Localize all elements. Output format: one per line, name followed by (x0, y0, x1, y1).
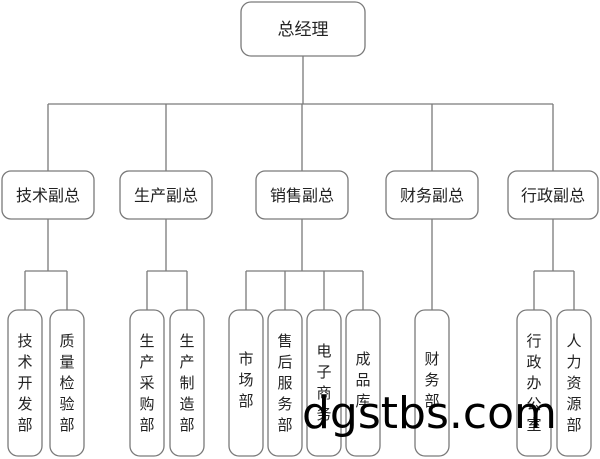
dept-label-after-sales: 售后服务部 (277, 332, 292, 434)
dept-node-ecommerce: 电子商务 (306, 309, 342, 457)
dept-node-admin-office: 行政办公室 (516, 309, 552, 457)
level2-label-production: 生产副总 (134, 186, 198, 205)
dept-label-marketing: 市场部 (238, 350, 253, 410)
dept-node-hr: 人力资源部 (556, 309, 592, 457)
watermark-text: dgstbs.com (302, 388, 557, 439)
level2-node-tech: 技术副总 (1, 170, 95, 220)
root-label: 总经理 (278, 20, 329, 40)
level2-label-finance: 财务副总 (400, 186, 464, 205)
dept-label-tech-dev: 技术开发部 (17, 332, 32, 434)
level2-node-sales: 销售副总 (255, 170, 349, 220)
dept-node-marketing: 市场部 (228, 309, 264, 457)
level2-label-tech: 技术副总 (16, 186, 80, 205)
dept-node-purchasing: 生产采购部 (129, 309, 165, 457)
level2-node-production: 生产副总 (119, 170, 213, 220)
dept-node-warehouse: 成品库 (345, 309, 381, 457)
dept-label-ecommerce: 电子商务 (316, 342, 331, 423)
dept-node-finance: 财务部 (414, 309, 450, 457)
level2-label-sales: 销售副总 (270, 186, 334, 205)
dept-label-hr: 人力资源部 (566, 332, 581, 434)
dept-node-tech-dev: 技术开发部 (7, 309, 43, 457)
dept-label-quality: 质量检验部 (59, 332, 74, 434)
dept-label-manufacturing: 生产制造部 (179, 332, 194, 434)
dept-label-admin-office: 行政办公室 (526, 332, 541, 434)
dept-label-warehouse: 成品库 (355, 350, 370, 410)
level2-label-admin: 行政副总 (521, 186, 585, 205)
connector-lines (24, 56, 575, 310)
root-node: 总经理 (240, 1, 366, 57)
dept-node-after-sales: 售后服务部 (267, 309, 303, 457)
dept-node-manufacturing: 生产制造部 (169, 309, 205, 457)
dept-label-finance: 财务部 (424, 350, 439, 410)
level2-node-admin: 行政副总 (507, 170, 599, 220)
dept-label-purchasing: 生产采购部 (139, 332, 154, 434)
level2-node-finance: 财务副总 (385, 170, 479, 220)
dept-node-quality: 质量检验部 (49, 309, 85, 457)
